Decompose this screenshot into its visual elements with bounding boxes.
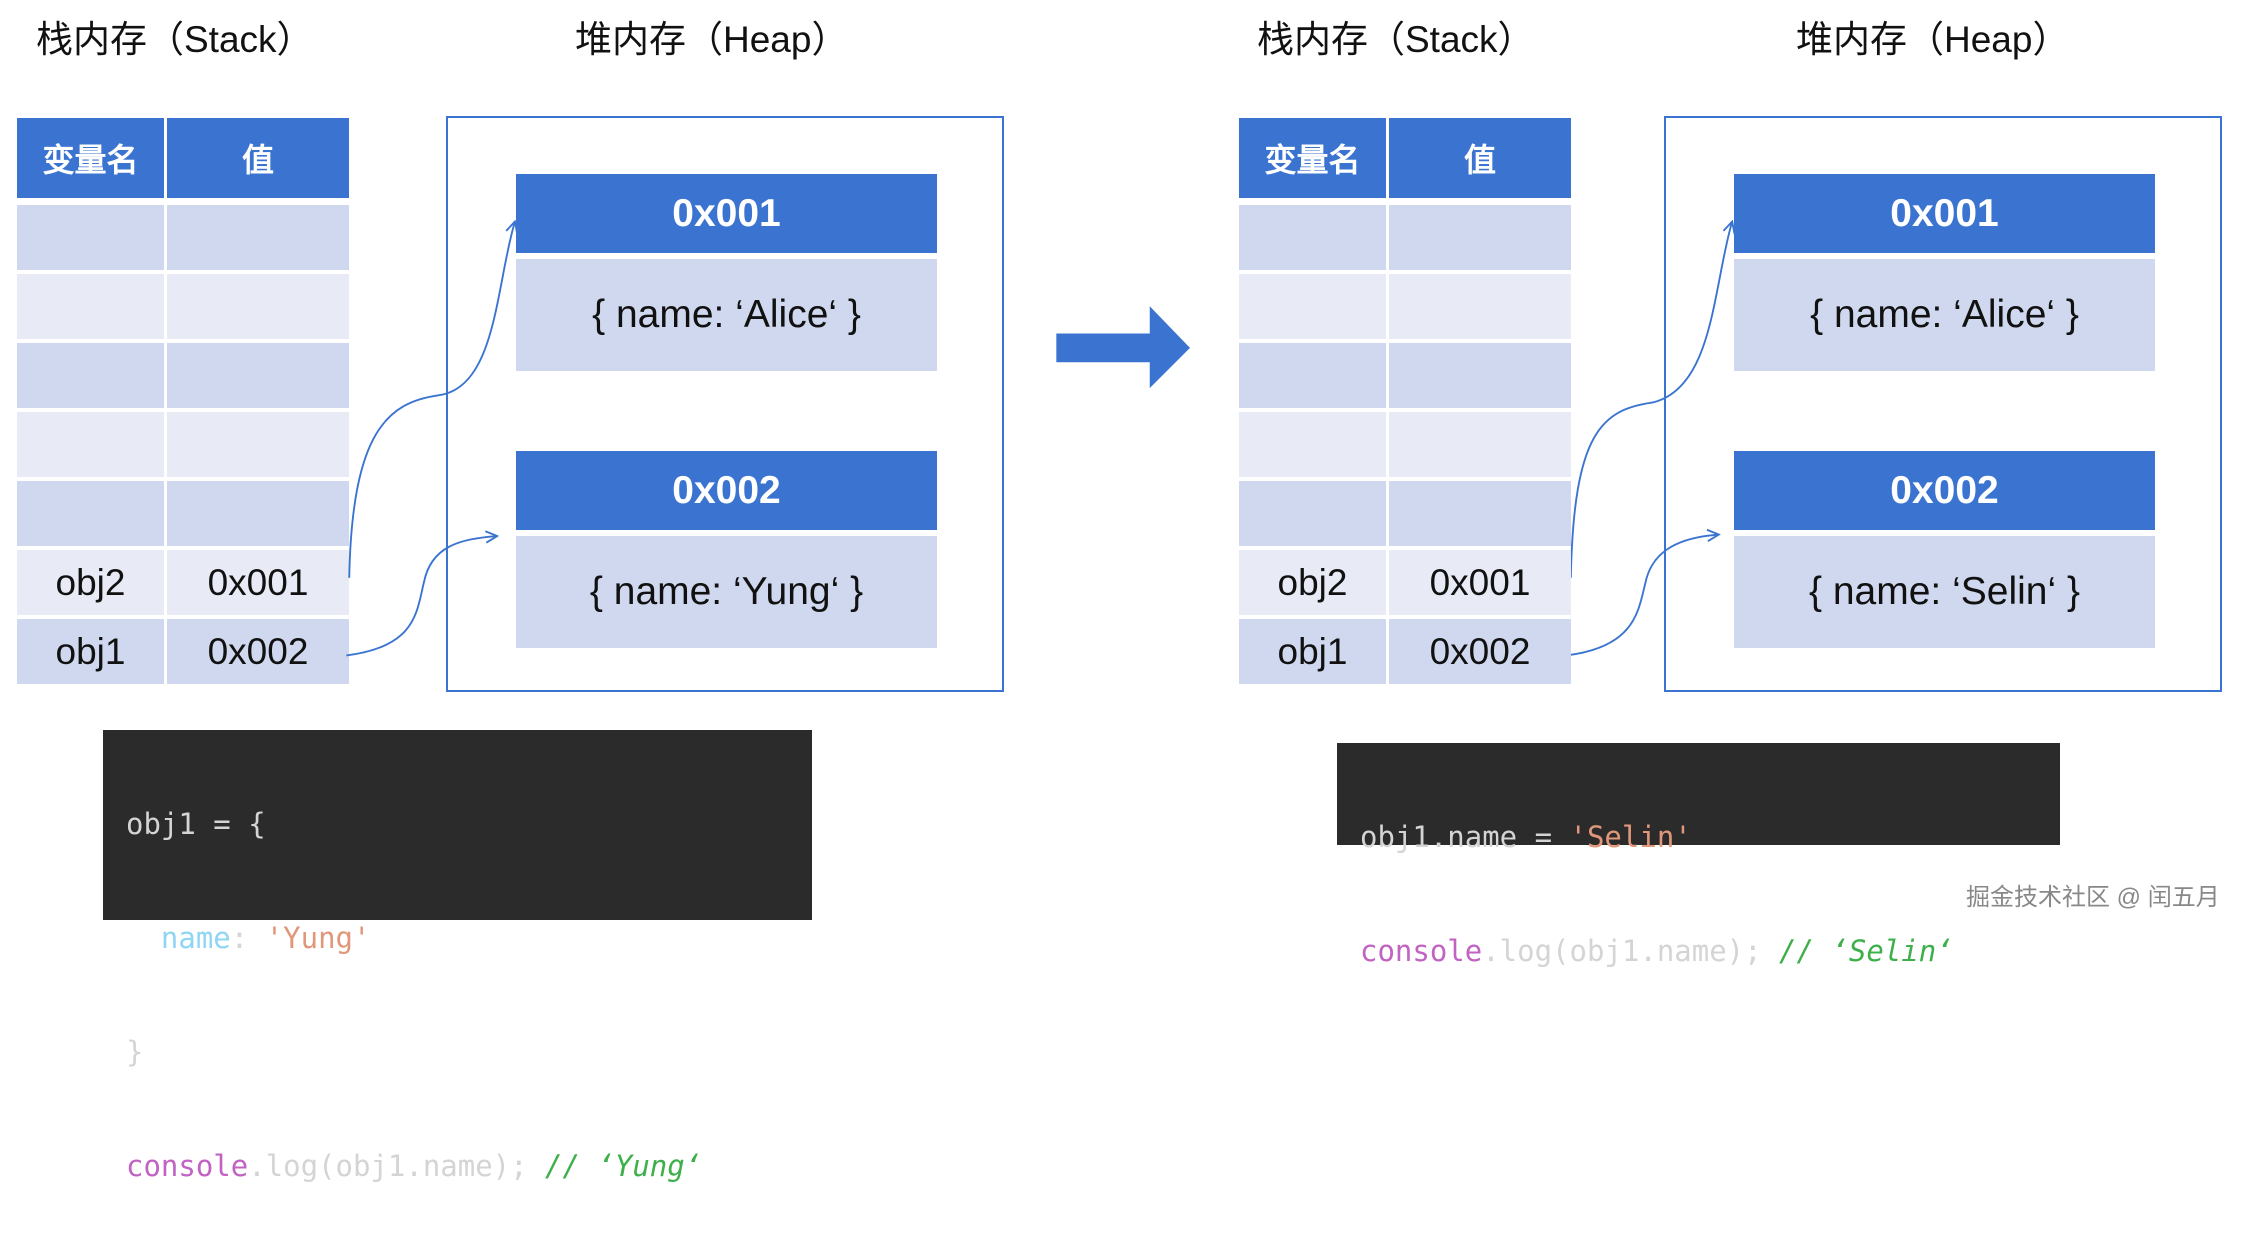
- code-line: }: [126, 1035, 144, 1069]
- cell: [1389, 343, 1571, 408]
- pointer-obj1-left: [346, 536, 495, 657]
- heap-address: 0x002: [1734, 451, 2155, 530]
- cell: [1389, 274, 1571, 339]
- cell: [167, 343, 349, 408]
- cell: [17, 412, 164, 477]
- watermark: 掘金技术社区 @ 闰五月: [1966, 884, 2220, 911]
- heap-title: 堆内存（Heap）: [575, 19, 849, 60]
- heap-box: 0x001 { name: ‘Alice‘ } 0x002 { name: ‘S…: [1664, 116, 2222, 692]
- cell: [167, 205, 349, 270]
- stack-row: [17, 412, 349, 477]
- code-string: 'Selin': [1569, 820, 1692, 854]
- transition-arrow-icon: [1056, 306, 1190, 389]
- code-comment: // ‘Selin‘: [1779, 934, 1954, 968]
- heap-content: { name: ‘Yung‘ }: [516, 536, 937, 648]
- cell: [1239, 205, 1386, 270]
- header-variable: 变量名: [1239, 118, 1386, 198]
- cell: [1239, 412, 1386, 477]
- stack-row: [17, 205, 349, 270]
- stack-row: [1239, 205, 1571, 270]
- stack-header: 变量名 值: [1239, 118, 1571, 198]
- heap-address: 0x001: [516, 174, 937, 253]
- header-value: 值: [167, 118, 349, 198]
- header-value: 值: [1389, 118, 1571, 198]
- cell: [1389, 481, 1571, 546]
- stack-row: [1239, 481, 1571, 546]
- stack-row: [1239, 343, 1571, 408]
- code-call: .log(obj1.name);: [1482, 934, 1780, 968]
- heap-block-0x001: 0x001 { name: ‘Alice‘ }: [1734, 174, 2155, 371]
- heap-content: { name: ‘Alice‘ }: [516, 259, 937, 371]
- cell: [1239, 274, 1386, 339]
- stack-title: 栈内存（Stack）: [36, 19, 314, 60]
- heap-address: 0x001: [1734, 174, 2155, 253]
- code-line: obj1.name =: [1360, 820, 1570, 854]
- cell: 0x002: [1389, 619, 1571, 684]
- cell: obj2: [17, 550, 164, 615]
- cell: [17, 205, 164, 270]
- cell: obj1: [1239, 619, 1386, 684]
- cell: [17, 481, 164, 546]
- code-block-after: obj1.name = 'Selin' console.log(obj1.nam…: [1337, 743, 2060, 968]
- cell: [17, 343, 164, 408]
- pointer-obj1-right: [1566, 535, 1718, 657]
- arrows-layer: [346, 0, 2242, 657]
- heap-block-0x002: 0x002 { name: ‘Selin‘ }: [1734, 451, 2155, 648]
- code-object: console: [126, 1149, 249, 1183]
- cell: [1239, 481, 1386, 546]
- code-comment: // ‘Yung‘: [545, 1149, 703, 1183]
- stack-row: [1239, 274, 1571, 339]
- stack-row: [17, 343, 349, 408]
- cell: 0x001: [167, 550, 349, 615]
- code-object: console: [1360, 934, 1483, 968]
- heap-title: 堆内存（Heap）: [1796, 19, 2070, 60]
- cell: [167, 274, 349, 339]
- cell: [1389, 205, 1571, 270]
- stack-title: 栈内存（Stack）: [1257, 19, 1535, 60]
- cell: 0x002: [167, 619, 349, 684]
- cell: [1239, 343, 1386, 408]
- cell: [17, 274, 164, 339]
- heap-address: 0x002: [516, 451, 937, 530]
- pointer-obj2-right: [1569, 223, 1732, 578]
- cell: obj2: [1239, 550, 1386, 615]
- heap-box: 0x001 { name: ‘Alice‘ } 0x002 { name: ‘Y…: [446, 116, 1004, 692]
- cell: obj1: [17, 619, 164, 684]
- stack-row: [1239, 412, 1571, 477]
- heap-content: { name: ‘Alice‘ }: [1734, 259, 2155, 371]
- pointer-obj2-left: [348, 223, 514, 578]
- heap-content: { name: ‘Selin‘ }: [1734, 536, 2155, 648]
- code-line: obj1 = {: [126, 807, 266, 841]
- stack-row: [17, 481, 349, 546]
- code-call: .log(obj1.name);: [248, 1149, 546, 1183]
- stack-row: [17, 274, 349, 339]
- cell: 0x001: [1389, 550, 1571, 615]
- heap-block-0x002: 0x002 { name: ‘Yung‘ }: [516, 451, 937, 648]
- cell: [167, 481, 349, 546]
- cell: [1389, 412, 1571, 477]
- stack-header: 变量名 值: [17, 118, 349, 198]
- header-variable: 变量名: [17, 118, 164, 198]
- cell: [167, 412, 349, 477]
- heap-block-0x001: 0x001 { name: ‘Alice‘ }: [516, 174, 937, 371]
